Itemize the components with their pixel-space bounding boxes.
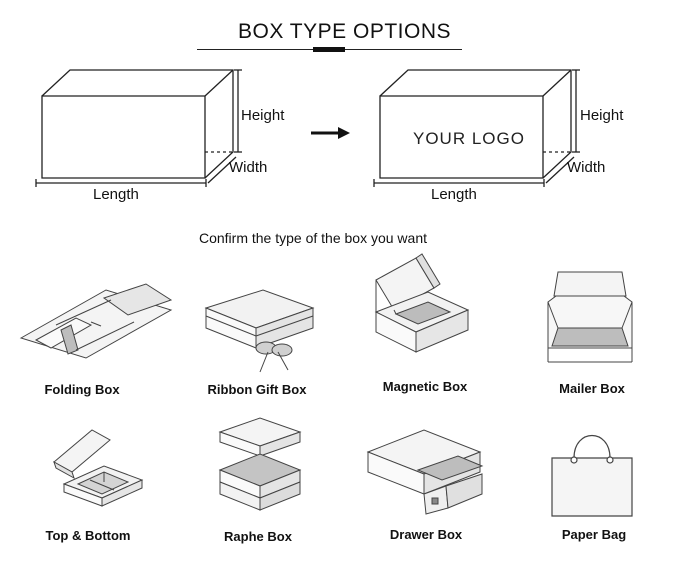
option-label-drawer-box: Drawer Box	[389, 527, 463, 542]
raphe-box-icon	[218, 417, 302, 511]
option-label-raphe-box: Raphe Box	[224, 529, 292, 544]
instruction-text: Confirm the type of the box you want	[198, 230, 427, 246]
option-label-mailer-box: Mailer Box	[559, 381, 625, 396]
plain-box-length-label: Length	[93, 186, 139, 203]
plain-box-drawing	[35, 69, 242, 187]
magnetic-box-icon	[374, 253, 470, 353]
mailer-box-icon	[547, 271, 633, 363]
top-bottom-box-icon	[53, 429, 144, 507]
option-label-folding-box: Folding Box	[44, 382, 120, 397]
paper-bag-icon	[551, 434, 633, 517]
logo-box-drawing	[373, 69, 580, 187]
plain-box-width-label: Width	[229, 159, 268, 176]
drawer-box-icon	[366, 429, 484, 515]
logo-box-height-label: Height	[580, 107, 624, 124]
option-label-magnetic-box: Magnetic Box	[382, 379, 468, 394]
title-accent-bar	[313, 47, 345, 52]
page-title: BOX TYPE OPTIONS	[238, 20, 451, 43]
logo-box-length-label: Length	[431, 186, 477, 203]
option-label-top-bottom: Top & Bottom	[45, 528, 131, 543]
folding-box-icon	[19, 283, 173, 359]
plain-box-height-label: Height	[241, 107, 285, 124]
ribbon-gift-box-icon	[204, 289, 315, 373]
dimension-diagram	[35, 69, 580, 187]
arrow-right-icon	[311, 127, 350, 139]
option-label-paper-bag: Paper Bag	[561, 527, 627, 542]
logo-box-width-label: Width	[567, 159, 606, 176]
option-label-ribbon-gift-box: Ribbon Gift Box	[207, 382, 307, 397]
your-logo-text: YOUR LOGO	[413, 129, 525, 148]
